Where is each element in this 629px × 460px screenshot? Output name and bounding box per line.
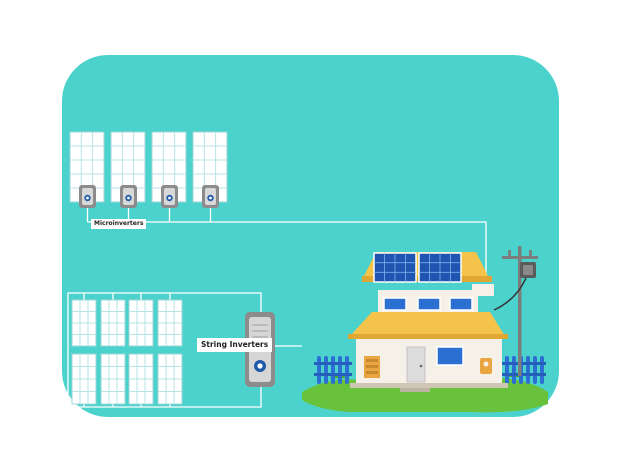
- solar-panel: [192, 131, 228, 203]
- microinverter-array: [69, 131, 487, 276]
- string-inverters-label: String Inverters: [197, 338, 273, 352]
- utility-pole-icon: [493, 246, 538, 376]
- string-inverter-array: [67, 292, 302, 408]
- microinverters-label: Microinverters: [91, 219, 147, 229]
- roof-solar-panel: [373, 252, 417, 283]
- fence: [314, 356, 546, 384]
- microinverter-wires: [86, 208, 487, 276]
- microinverter-icon: [120, 185, 137, 208]
- microinverter-icon: [202, 185, 219, 208]
- microinverter-icon: [79, 185, 96, 208]
- solar-panel: [71, 299, 97, 347]
- string-wires: [67, 292, 302, 408]
- house-icon: [348, 252, 508, 392]
- solar-panel: [128, 299, 154, 347]
- solar-panel: [157, 299, 183, 347]
- solar-panel: [71, 353, 97, 405]
- solar-panel: [100, 299, 126, 347]
- solar-panel: [157, 353, 183, 405]
- microinverter-icon: [161, 185, 178, 208]
- roof-solar-panel: [418, 252, 462, 283]
- solar-panel: [128, 353, 154, 405]
- solar-panel: [100, 353, 126, 405]
